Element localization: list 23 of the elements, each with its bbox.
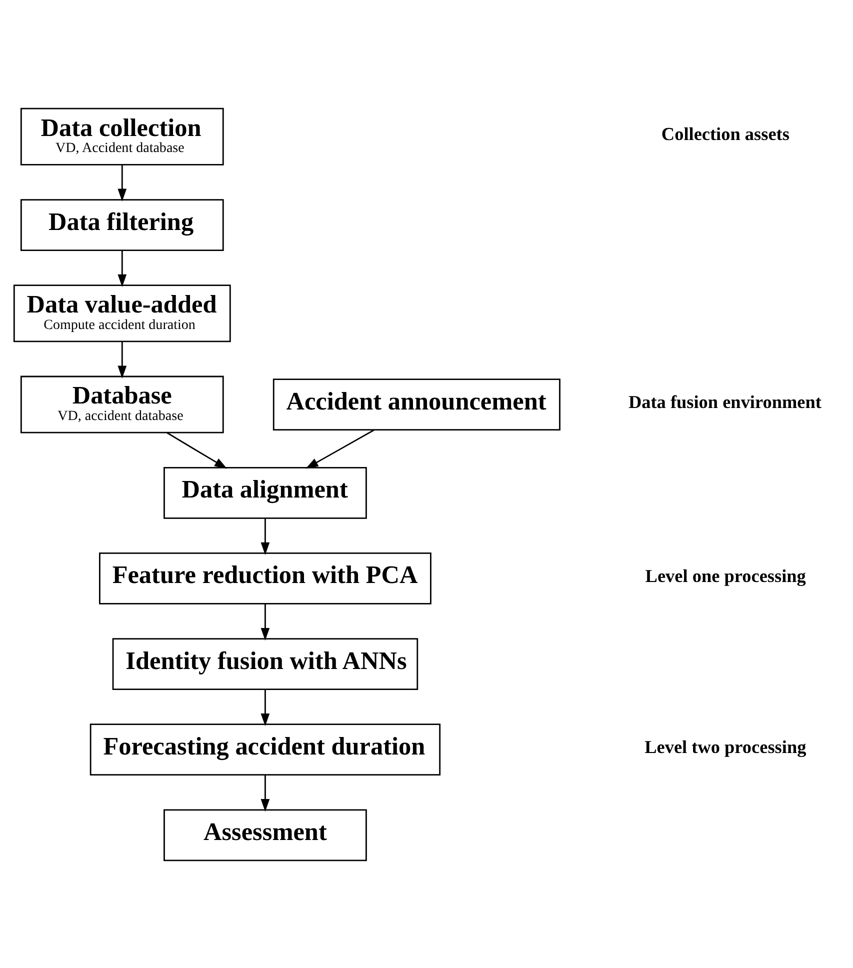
arrow <box>260 774 270 812</box>
label: Data fusion environment <box>628 391 822 412</box>
node-box: Data filtering <box>20 198 224 250</box>
arrow <box>260 603 270 640</box>
node-box: Assessment <box>164 808 367 861</box>
node-box: Data value-added Compute accident duration <box>13 284 231 342</box>
arrow <box>306 428 374 468</box>
label: Level one processing <box>645 565 806 586</box>
node-box: Identity fusion with ANNs <box>112 638 418 690</box>
arrow <box>118 341 127 378</box>
node-box: Database VD, accident database <box>20 375 224 433</box>
arrow <box>118 250 127 287</box>
arrow <box>118 164 127 201</box>
node-box: Accident announcement <box>272 378 560 430</box>
node-box: Data collection VD, Accident database <box>20 107 224 165</box>
label: Collection assets <box>661 124 790 144</box>
node-box: Data alignment <box>164 466 367 518</box>
arrow <box>260 688 270 726</box>
arrow <box>260 518 270 555</box>
arrow <box>166 432 228 468</box>
label: Level two processing <box>644 736 806 756</box>
node-box: Feature reduction with PCA <box>99 552 432 604</box>
node-box: Forecasting accident duration <box>90 723 441 776</box>
